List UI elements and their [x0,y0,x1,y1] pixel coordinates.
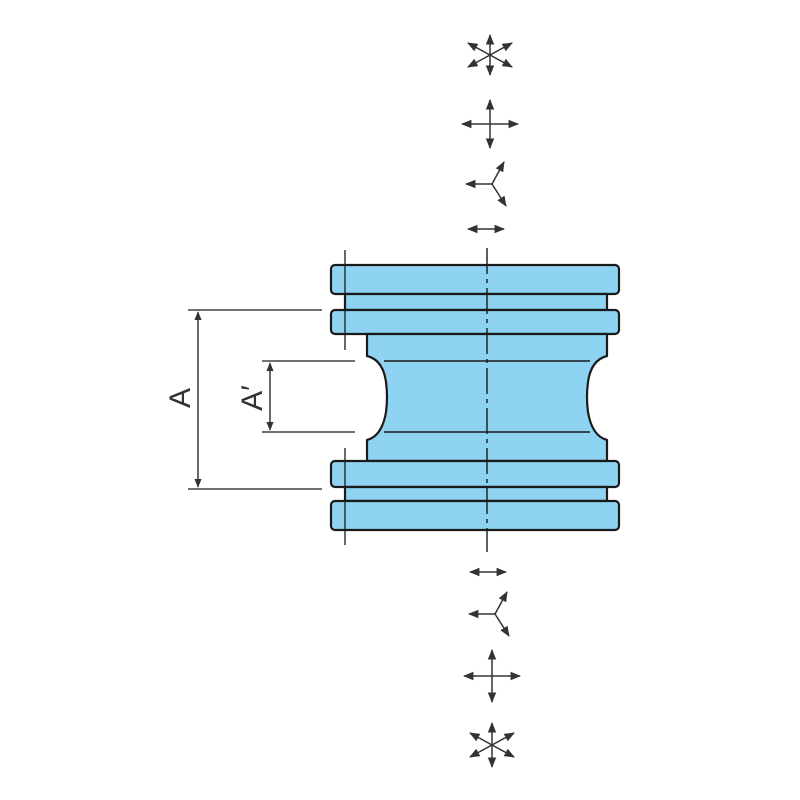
six-direction-arrows-icon [467,33,513,77]
dimension-a-prime: A′ [236,360,355,433]
rubber-mount-part [329,263,621,532]
six-direction-arrows-icon [469,721,515,769]
dimension-a-prime-label: A′ [236,385,269,411]
four-direction-arrows-icon [460,98,520,150]
three-direction-arrows-icon [464,161,507,207]
three-direction-arrows-icon [467,591,510,637]
dimension-a-label: A [164,388,197,408]
four-direction-arrows-icon [462,648,522,704]
dimension-a: A [164,309,322,490]
